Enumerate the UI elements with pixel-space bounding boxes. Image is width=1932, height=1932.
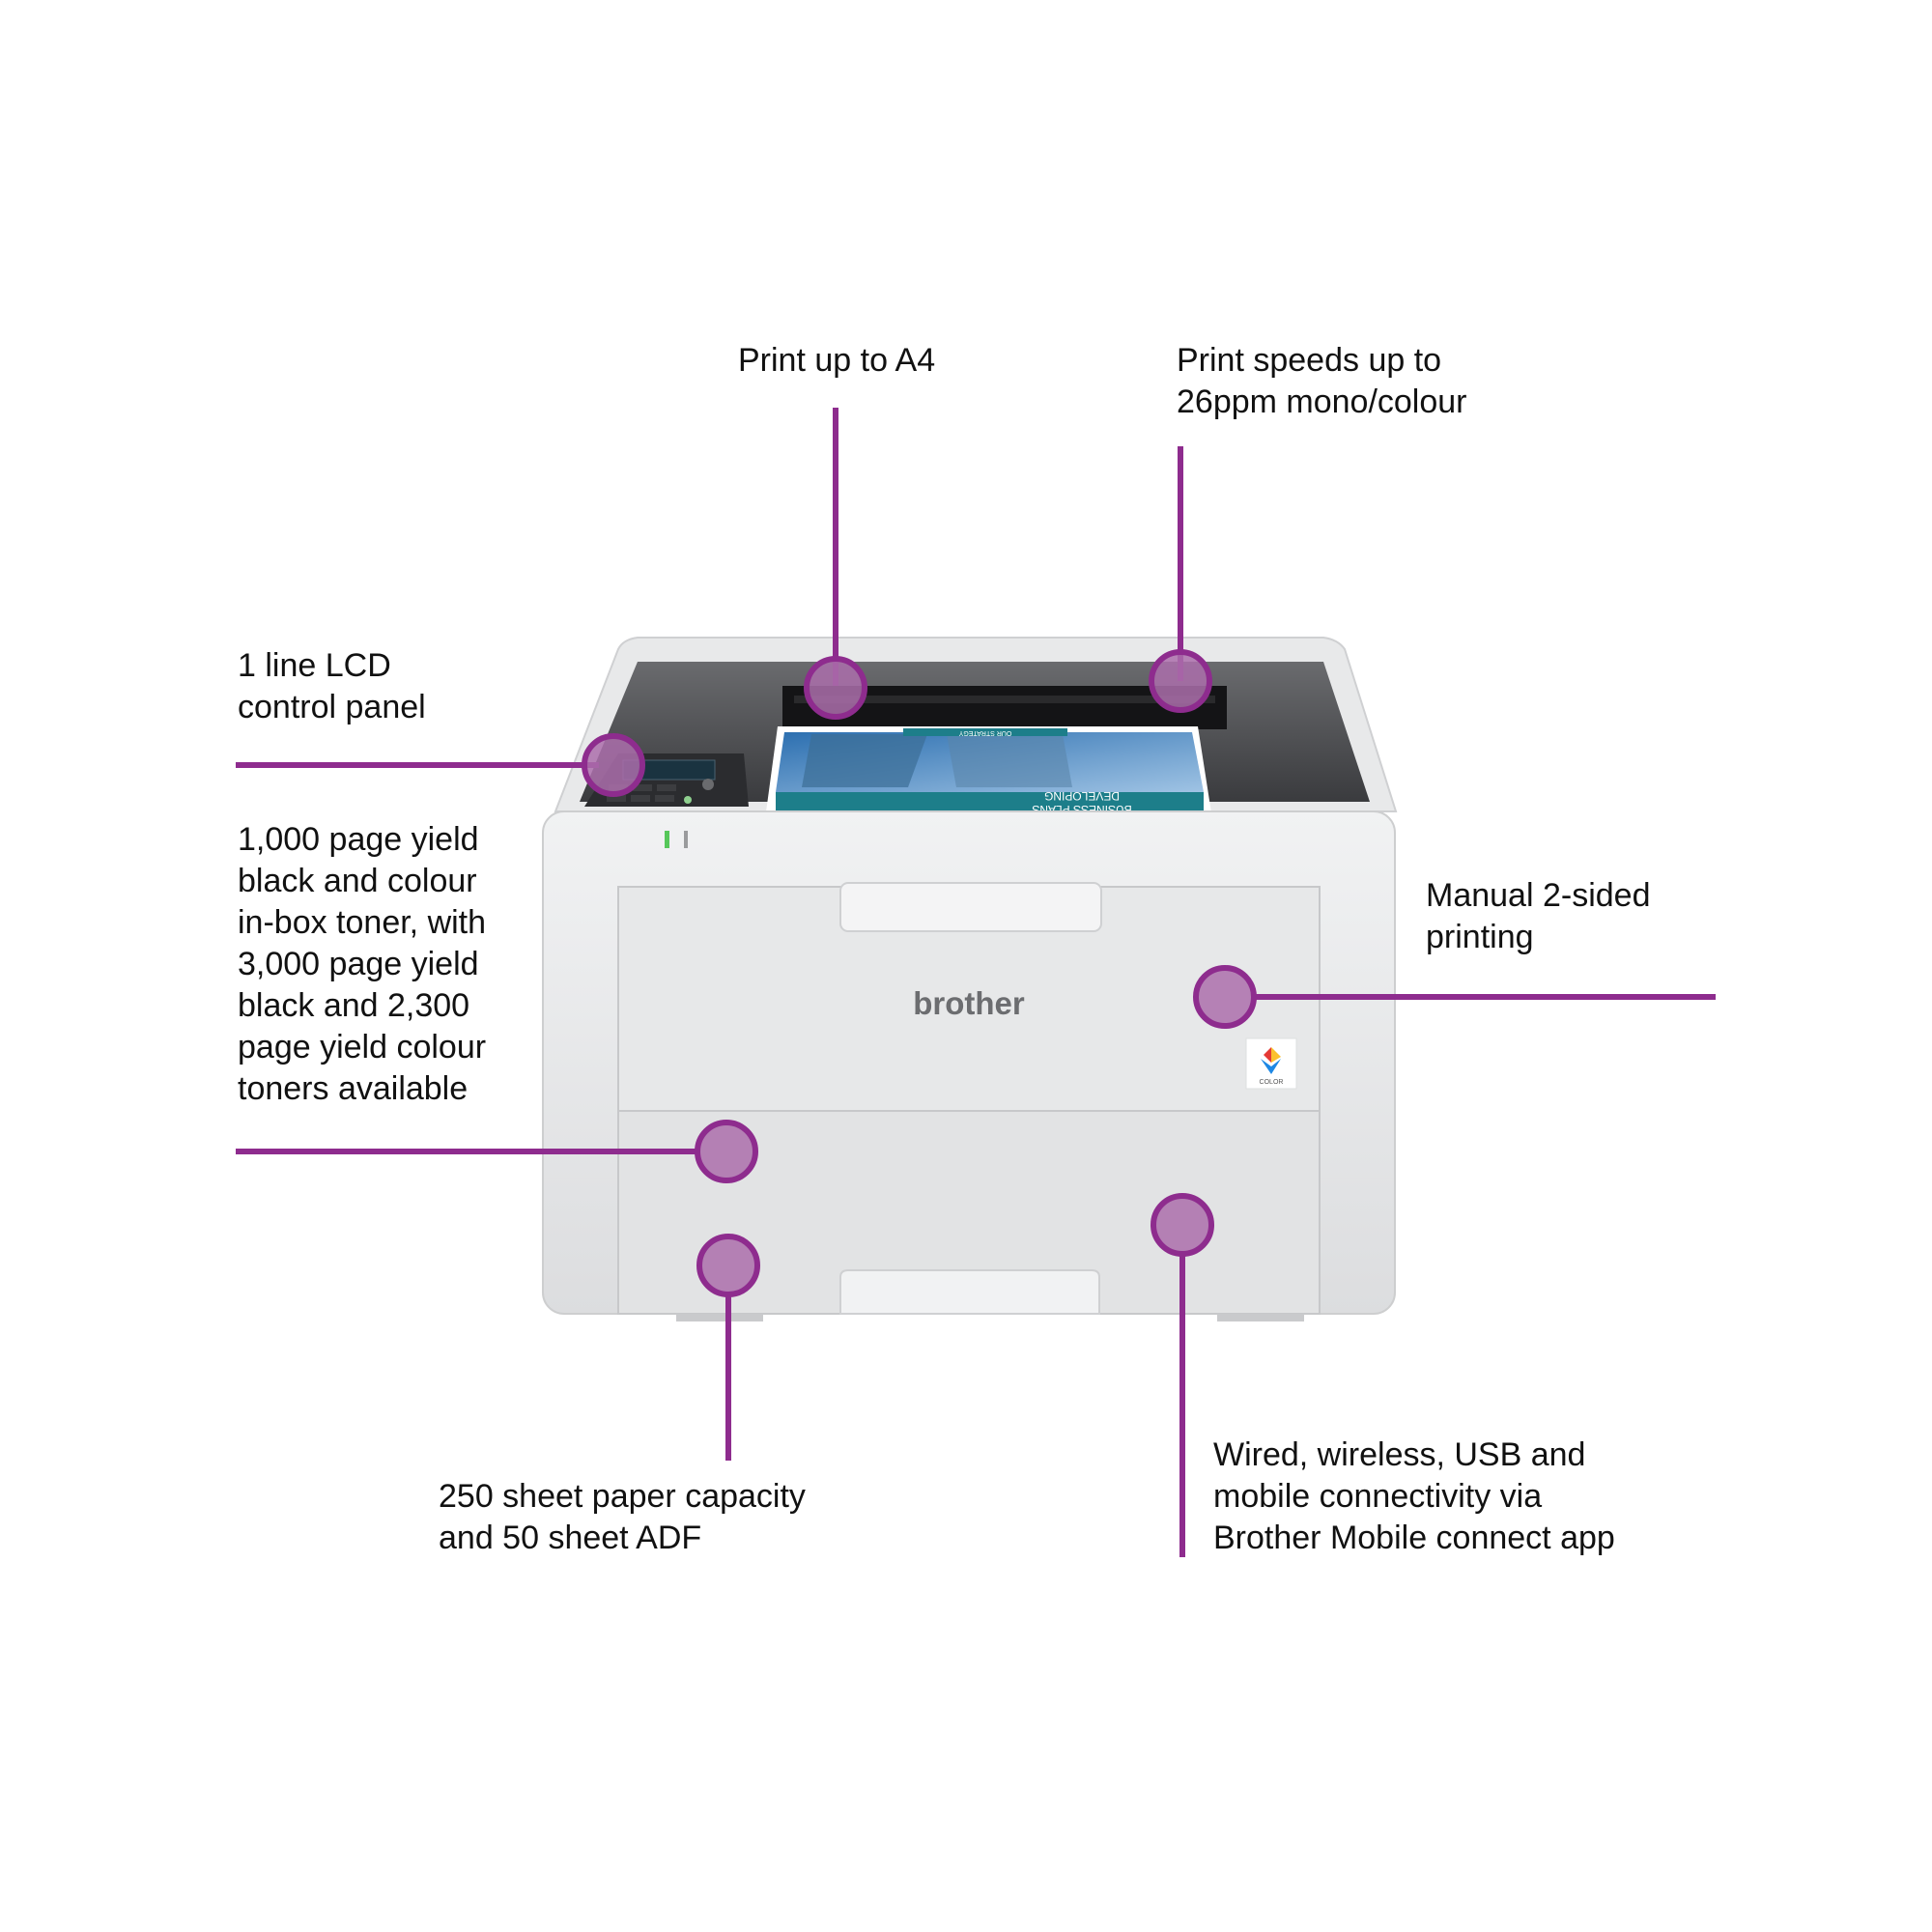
callout-duplex: Manual 2-sided printing: [1426, 877, 1651, 955]
callout-paper: 250 sheet paper capacity and 50 sheet AD…: [439, 1478, 806, 1556]
marker-print-speed: [1149, 649, 1212, 713]
brother-logo: brother: [913, 985, 1025, 1021]
tray-handle[interactable]: [839, 1269, 1100, 1315]
printed-sheet: OUR STRATEGY DEVELOPING BUSINESS PLANS: [765, 726, 1212, 819]
marker-toner: [695, 1120, 758, 1183]
ok-button-icon[interactable]: [702, 779, 714, 790]
color-badge: COLOR: [1245, 1037, 1297, 1090]
color-badge-label: COLOR: [1260, 1079, 1284, 1086]
leader-lines: [236, 408, 1716, 1557]
marker-duplex: [1193, 965, 1257, 1029]
callout-print-speed: Print speeds up to 26ppm mono/colour: [1177, 342, 1467, 420]
callout-print-size: Print up to A4: [738, 342, 936, 379]
marker-print-size: [804, 656, 867, 720]
printout-title-1: DEVELOPING: [1044, 789, 1120, 803]
marker-lcd: [582, 733, 645, 797]
cover-handle[interactable]: [839, 882, 1102, 932]
printout-header: OUR STRATEGY: [958, 729, 1011, 736]
callout-toner: 1,000 page yield black and colour in-box…: [238, 821, 487, 1107]
callout-connectivity: Wired, wireless, USB and mobile connecti…: [1213, 1436, 1615, 1556]
power-button-icon[interactable]: [684, 796, 692, 804]
marker-connectivity: [1151, 1193, 1214, 1257]
callout-markers: [582, 649, 1257, 1297]
marker-paper: [696, 1234, 760, 1297]
callout-lcd: 1 line LCD control panel: [238, 647, 426, 725]
status-led: [665, 831, 688, 848]
printer: OUR STRATEGY DEVELOPING BUSINESS PLANS: [542, 637, 1398, 1321]
